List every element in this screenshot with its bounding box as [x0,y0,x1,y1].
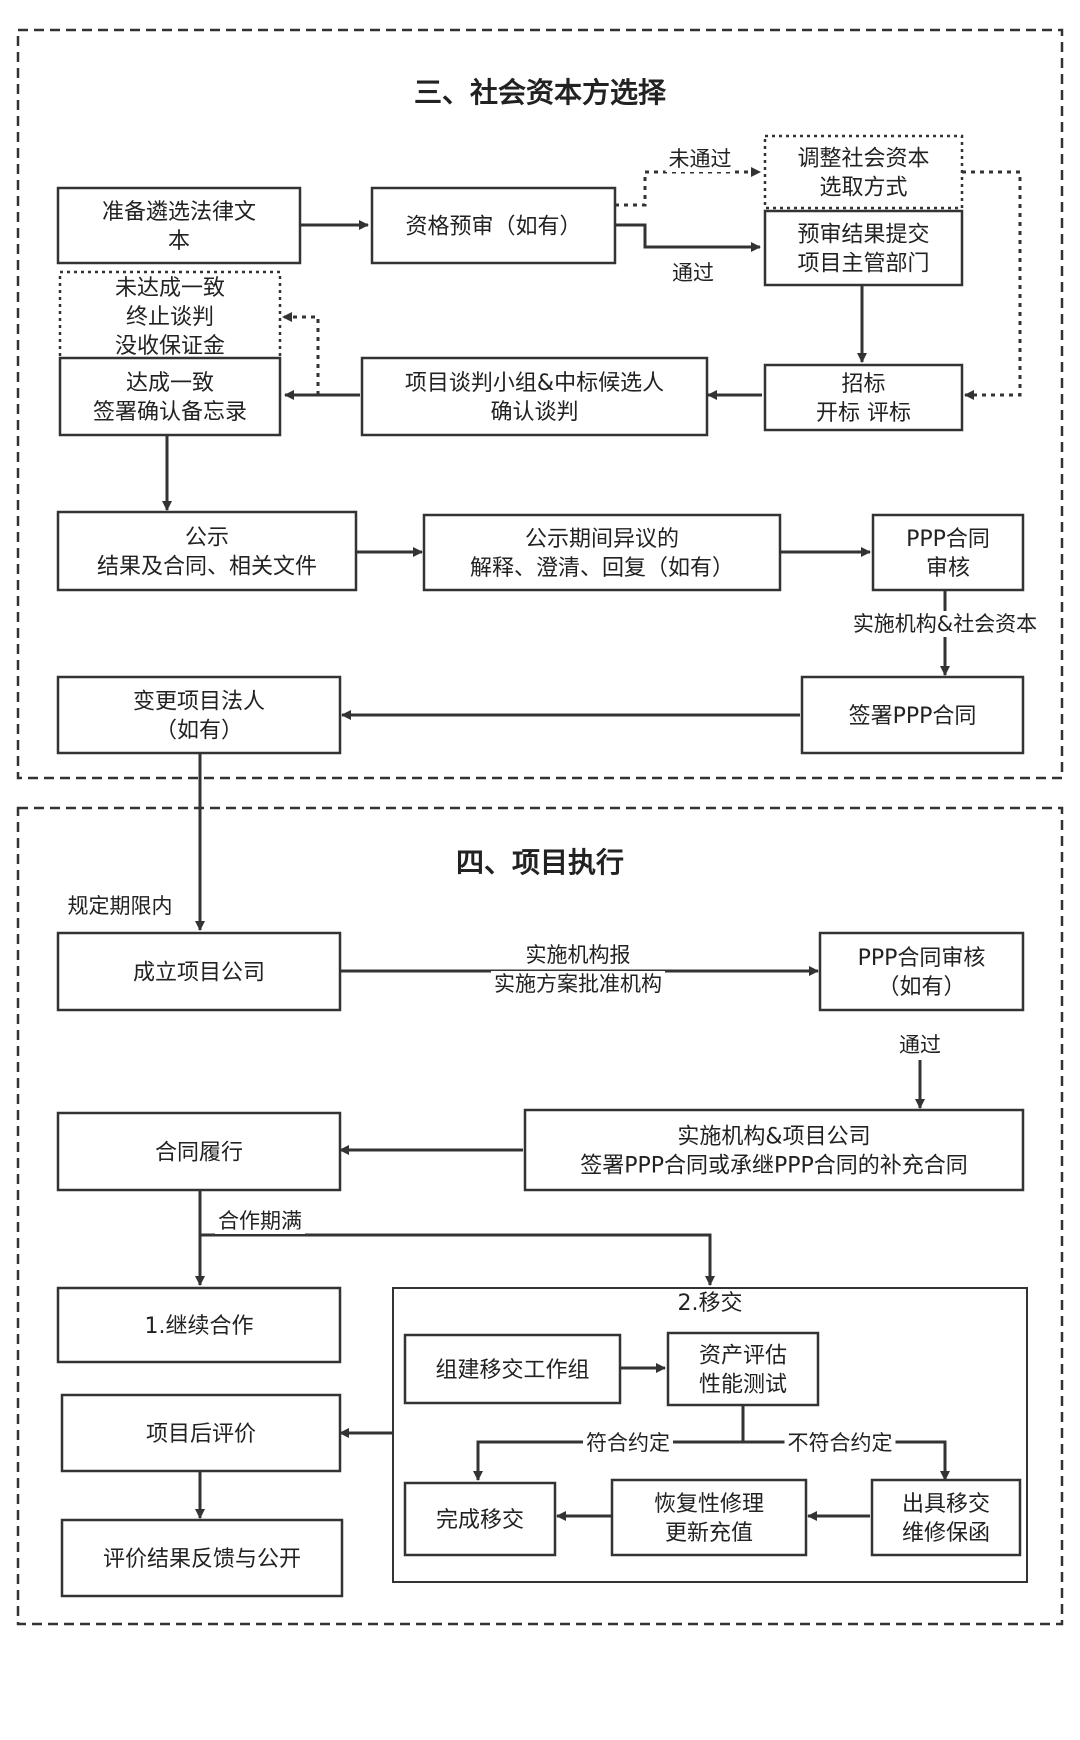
box-review: PPP合同审核 [871,513,1025,592]
section3-title: 三、社会资本方选择 [414,76,667,109]
box-text-line: （如有） [155,718,243,743]
box-text-line: 1.继续合作 [145,1314,254,1339]
box-text-line: 签署PPP合同 [849,704,977,729]
box-text-line: 恢复性修理 [654,1492,764,1517]
box-text-line: 合同履行 [155,1140,243,1165]
label-expire: 合作期满 [218,1209,302,1233]
label-fail: 未通过 [669,147,732,171]
label-deadline: 规定期限内 [68,894,173,918]
box-text-line: 招标 [841,372,885,397]
box-text-line: 维修保函 [902,1521,990,1546]
box-text-line: 达成一致 [126,371,214,396]
dotted-prequal-to-adjust [615,167,761,207]
box-text-line: 开标 评标 [816,401,911,426]
box-text-line: 预审结果提交 [797,222,929,247]
transfer-container [392,1287,1028,1583]
label-report-2-bg [491,971,665,997]
box-text-line: 公示 [185,525,229,550]
box-text-line: （如有） [877,975,965,1000]
box-text-line: 项目主管部门 [797,251,929,276]
box-company: 成立项目公司 [56,931,342,1012]
box-text-line: 资产评估 [699,1343,787,1368]
section4-title: 四、项目执行 [456,846,624,879]
box-text-line: 项目谈判小组&中标候选人 [405,371,664,396]
box-text-line: 完成移交 [436,1508,524,1533]
box-perform: 合同履行 [56,1111,342,1192]
box-text-line: 结果及合同、相关文件 [97,554,317,579]
label-nonconform-bg [784,1430,896,1456]
box-text-line: 未达成一致 [115,276,225,301]
box-review2: PPP合同审核 （如有） [818,931,1025,1012]
box-text-line: 解释、澄清、回复（如有） [470,556,734,581]
label-pass2-bg [896,1032,944,1058]
label-nonconform: 不符合约定 [788,1431,893,1455]
box-text-line: 出具移交 [902,1492,990,1517]
label-parties: 实施机构&社会资本 [853,612,1037,636]
box-text-line: 没收保证金 [115,334,225,359]
section3-frame [16,28,1064,780]
box-text-line: 调整社会资本 [797,146,929,171]
label-parties-bg [849,611,1041,637]
label-conform-bg [583,1430,673,1456]
box-text-line: 实施机构&项目公司 [677,1124,870,1149]
box-text-line: 选取方式 [819,175,907,200]
label-report-1: 实施机构报 [526,943,631,967]
box-text-line: 评价结果反馈与公开 [103,1547,301,1572]
arrow-expire-to-transfer [200,1233,715,1286]
box-text-line: 终止谈判 [126,305,214,330]
box-text-line: PPP合同 [906,527,990,552]
arrow-prequal-to-submit [615,223,761,252]
box-text-line: 性能测试 [699,1372,787,1397]
label-expire-bg [215,1208,305,1234]
box-feedback: 评价结果反馈与公开 [60,1518,344,1598]
box-text-line: 公示期间异议的 [525,527,679,552]
box-prequal: 资格预审（如有） [370,186,617,265]
label-pass2: 通过 [899,1033,941,1057]
section4-frame [16,806,1064,1626]
box-text-line: 成立项目公司 [133,960,265,985]
dotted-adjust-to-tender [962,170,1022,400]
box-text-line: 审核 [926,556,970,581]
box-text-line: 签署PPP合同或承继PPP合同的补充合同 [580,1153,968,1178]
box-text-line: 资格预审（如有） [405,214,581,239]
label-conform: 符合约定 [586,1431,670,1455]
label-report-2: 实施方案批准机构 [494,972,662,996]
label-fail-bg [665,146,735,172]
label-pass: 通过 [672,261,714,285]
box-text-line: 签署确认备忘录 [93,400,247,425]
label-report-1-bg [522,942,634,968]
box-change: 变更项目法人 （如有） [56,675,342,755]
box-text-line: 项目后评价 [146,1422,256,1447]
box-group: 组建移交工作组 [403,1333,622,1405]
box-text-line: 本 [168,229,190,254]
box-text-line: PPP合同审核 [858,946,986,971]
transfer-title: 2.移交 [678,1291,743,1316]
dotted-negotiate-to-terminate [282,312,320,395]
box-complete: 完成移交 [403,1481,557,1557]
box-sign: 签署PPP合同 [800,675,1025,755]
box-text-line: 组建移交工作组 [435,1358,589,1383]
box-text-line: 更新充值 [665,1521,753,1546]
box-text-line: 准备遴选法律文 [102,200,256,225]
box-text-line: 变更项目法人 [133,689,265,714]
box-continue: 1.继续合作 [56,1286,342,1364]
box-post-eval: 项目后评价 [60,1393,342,1473]
box-text-line: 确认谈判 [490,400,578,425]
